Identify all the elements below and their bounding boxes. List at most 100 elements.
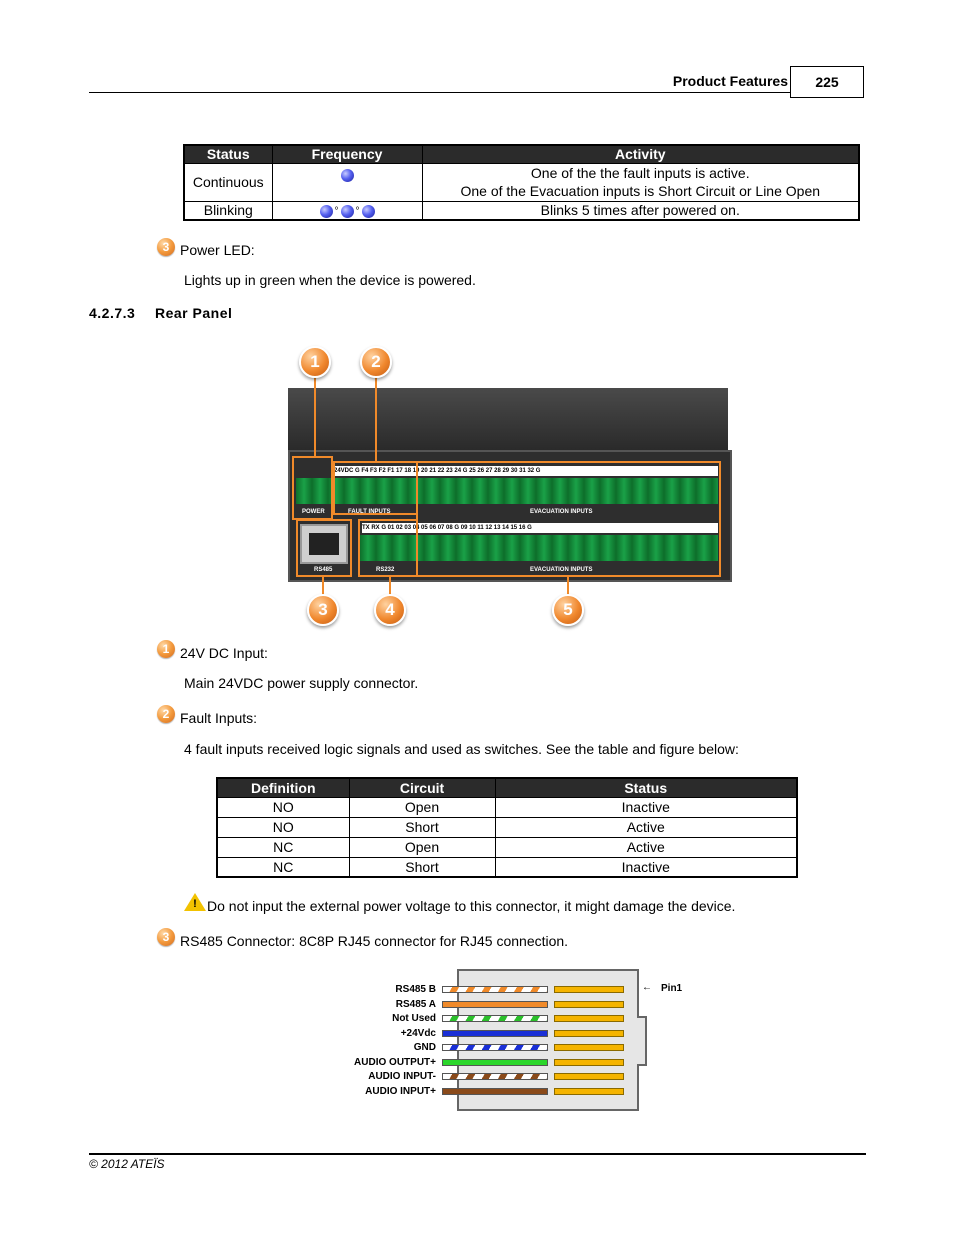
power-led-title: Power LED: <box>180 242 255 258</box>
wire <box>442 1073 548 1080</box>
led-blue-icon <box>361 205 375 219</box>
highlight-power <box>292 456 333 520</box>
header-rule <box>89 92 790 93</box>
number-badge-icon: 3 <box>157 928 175 946</box>
rj45-latch <box>637 1016 647 1066</box>
callout-line <box>389 577 391 597</box>
label-fault-inputs: FAULT INPUTS <box>348 509 391 515</box>
wire-label: RS485 A <box>395 998 436 1010</box>
dc-input-title: 24V DC Input: <box>180 645 268 661</box>
section-number: 4.2.7.3 <box>89 305 136 321</box>
wire <box>442 1058 548 1066</box>
table-row: NO Short Active <box>216 816 798 838</box>
dot-icon: ° <box>334 206 339 218</box>
led-frequency-cell: °° <box>271 200 423 221</box>
callout-2: 2 <box>360 346 392 378</box>
footer-rule <box>89 1153 866 1155</box>
cell: Open <box>348 836 496 858</box>
number-badge-icon: 1 <box>157 640 175 658</box>
label-evac-top: EVACUATION INPUTS <box>530 509 593 515</box>
led-activity-cell: One of the the fault inputs is active. O… <box>421 162 860 202</box>
callout-line <box>375 376 377 463</box>
highlight-rs232 <box>358 519 418 577</box>
wire-label: AUDIO INPUT+ <box>365 1085 436 1097</box>
warning-mark: ! <box>193 898 197 910</box>
cell: NC <box>216 836 350 858</box>
cell: NC <box>216 856 350 878</box>
wire <box>442 1029 548 1037</box>
pin-contact <box>554 1073 624 1080</box>
number-badge-icon: 3 <box>157 238 175 256</box>
wire <box>442 1044 548 1051</box>
power-led-desc: Lights up in green when the device is po… <box>184 272 476 288</box>
callout-line <box>322 577 324 597</box>
pin-contact <box>554 1044 624 1051</box>
highlight-fault <box>333 461 418 515</box>
callout-1: 1 <box>299 346 331 378</box>
rj45-hole <box>309 533 339 555</box>
wire-label: AUDIO INPUT- <box>368 1071 436 1082</box>
fault-table: Definition Circuit Status NO Open Inacti… <box>216 777 798 878</box>
pin-contact <box>554 986 624 993</box>
cell: Active <box>494 836 798 858</box>
cell: NO <box>216 816 350 838</box>
device-top <box>288 388 728 450</box>
led-blue-icon <box>340 169 354 183</box>
footer-copyright: © 2012 ATEÏS <box>89 1157 165 1171</box>
pin1-label: Pin1 <box>661 983 683 994</box>
col-activity: Activity <box>421 144 860 164</box>
pin-contact <box>554 1015 624 1022</box>
pin-contact <box>554 1058 624 1066</box>
col-circuit: Circuit <box>348 777 496 798</box>
label-power: POWER <box>302 509 325 515</box>
table-row: NO Open Inactive <box>216 796 798 818</box>
col-status: Status <box>183 144 273 164</box>
label-rs232: RS232 <box>376 567 395 573</box>
label-rs485: RS485 <box>314 567 333 573</box>
activity-line: One of the Evacuation inputs is Short Ci… <box>460 183 821 199</box>
wire <box>442 986 548 993</box>
terminal-block-top <box>296 478 718 504</box>
number-badge-icon: 2 <box>157 705 175 723</box>
pin-contact <box>554 1087 624 1095</box>
pin-contact <box>554 1029 624 1037</box>
wire <box>442 1015 548 1022</box>
table-row: NC Short Inactive <box>216 856 798 878</box>
terminal-block-bottom <box>360 535 718 561</box>
led-blue-icon <box>319 205 333 219</box>
dot-icon: ° <box>355 206 360 218</box>
wire-label: +24Vdc <box>400 1027 436 1039</box>
led-frequency-cell <box>271 162 423 202</box>
cell: Short <box>348 816 496 838</box>
wire-label: AUDIO OUTPUT+ <box>354 1056 436 1068</box>
col-status: Status <box>494 777 798 798</box>
callout-4: 4 <box>374 594 406 626</box>
led-status-cell: Blinking <box>183 200 273 221</box>
warning-icon <box>184 893 206 911</box>
activity-line: One of the the fault inputs is active. <box>530 165 750 181</box>
cell: Active <box>494 816 798 838</box>
col-definition: Definition <box>216 777 350 798</box>
callout-line <box>567 577 569 597</box>
wire-label: Not Used <box>392 1013 436 1024</box>
highlight-rs485 <box>296 519 352 577</box>
page-number: 225 <box>790 66 864 98</box>
cell: Short <box>348 856 496 878</box>
terminal-label-top: 24VDC G F4 F3 F2 F1 17 18 19 20 21 22 23… <box>334 466 718 476</box>
wire <box>442 1000 548 1008</box>
pin1-arrow-icon: ← <box>642 982 652 993</box>
led-status-cell: Continuous <box>183 162 273 202</box>
cell: NO <box>216 796 350 818</box>
col-frequency: Frequency <box>271 144 423 164</box>
cell: Open <box>348 796 496 818</box>
warning-text: Do not input the external power voltage … <box>207 898 736 914</box>
callout-3: 3 <box>307 594 339 626</box>
led-table: Status Frequency Activity Continuous One… <box>183 144 860 221</box>
led-activity-cell: Blinks 5 times after powered on. <box>421 200 860 221</box>
wire <box>442 1087 548 1095</box>
wire-label: RS485 B <box>395 984 436 995</box>
callout-line <box>314 376 316 458</box>
rs485-text: RS485 Connector: 8C8P RJ45 connector for… <box>180 933 569 949</box>
cell: Inactive <box>494 796 798 818</box>
led-blue-icon <box>340 205 354 219</box>
